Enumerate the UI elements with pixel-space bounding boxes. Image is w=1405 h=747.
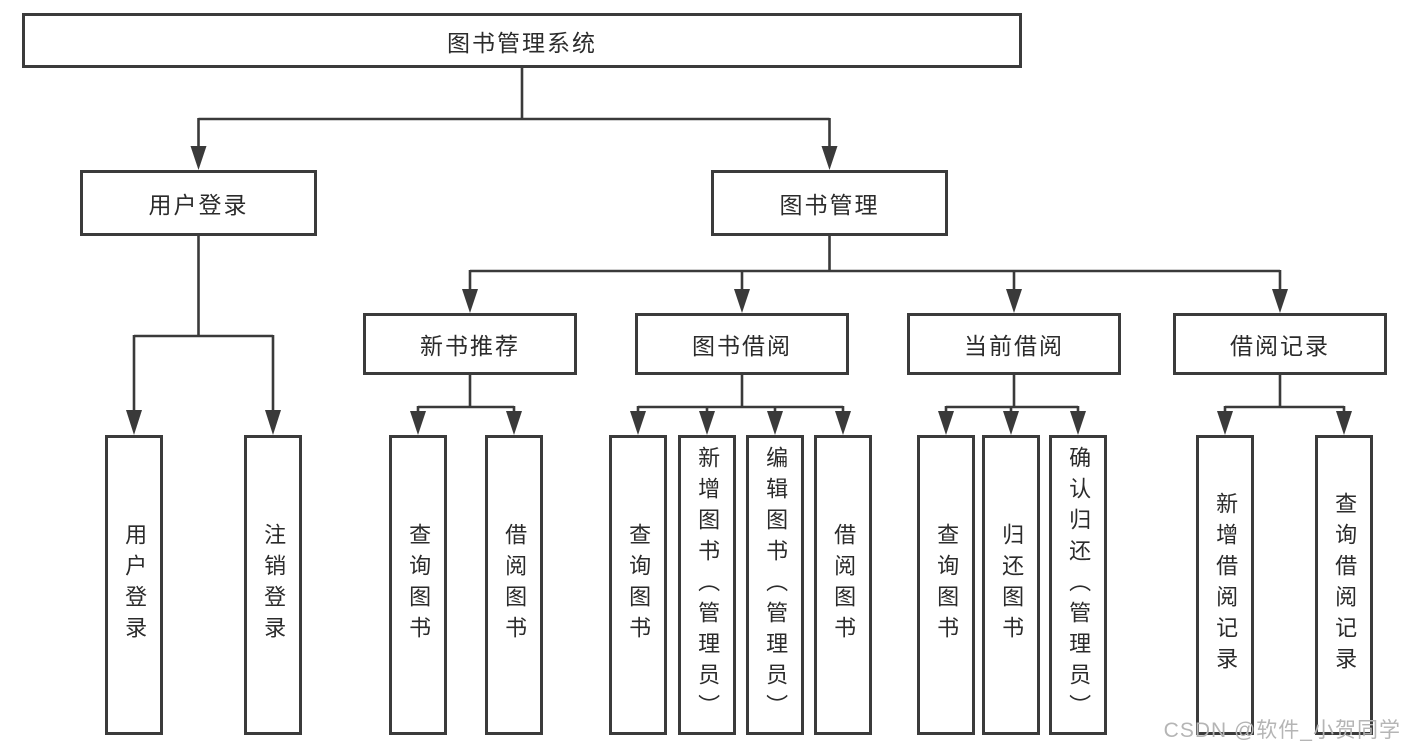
node-label: 用户登录 (122, 523, 148, 647)
leaf-add-borrow-record: 新增借阅记录 (1196, 435, 1254, 735)
leaf-borrow-books: 借阅图书 (814, 435, 872, 735)
node-label: 查询图书 (406, 523, 432, 647)
node-label: 借阅图书 (502, 523, 528, 647)
leaf-query-borrow-record: 查询借阅记录 (1315, 435, 1373, 735)
watermark-text: CSDN @软件_小贺同学 (1163, 719, 1401, 742)
leaf-return-books: 归还图书 (982, 435, 1040, 735)
node-borrow-records: 借阅记录 (1173, 313, 1387, 375)
leaf-confirm-return-admin: 确认归还（管理员） (1049, 435, 1107, 735)
leaf-user-login: 用户登录 (105, 435, 163, 735)
leaf-query-books-borrow: 查询图书 (609, 435, 667, 735)
node-label: 借阅记录 (1230, 333, 1330, 359)
leaf-query-books-current: 查询图书 (917, 435, 975, 735)
node-label: 图书借阅 (692, 333, 792, 359)
node-label: 图书管理 (779, 192, 880, 218)
node-library-system-root: 图书管理系统 (22, 13, 1022, 68)
node-label: 图书管理系统 (447, 29, 597, 56)
leaf-add-books-admin: 新增图书（管理员） (678, 435, 736, 735)
node-book-management-branch: 图书管理 (711, 170, 948, 236)
leaf-edit-books-admin: 编辑图书（管理员） (746, 435, 804, 735)
node-book-borrow: 图书借阅 (635, 313, 849, 375)
node-label: 查询图书 (626, 523, 652, 647)
node-label: 编辑图书（管理员） (763, 445, 789, 725)
node-label: 查询图书 (934, 523, 960, 647)
node-label: 确认归还（管理员） (1066, 445, 1092, 725)
node-new-book-recommend: 新书推荐 (363, 313, 577, 375)
node-user-login-branch: 用户登录 (80, 170, 317, 236)
node-label: 新书推荐 (420, 333, 520, 359)
node-current-borrow: 当前借阅 (907, 313, 1121, 375)
node-label: 当前借阅 (964, 333, 1064, 359)
node-label: 借阅图书 (831, 523, 857, 647)
leaf-query-books-recommend: 查询图书 (389, 435, 447, 735)
node-label: 查询借阅记录 (1332, 492, 1358, 678)
node-label: 用户登录 (148, 192, 249, 218)
node-label: 新增借阅记录 (1213, 492, 1239, 678)
leaf-logout: 注销登录 (244, 435, 302, 735)
node-label: 归还图书 (999, 523, 1025, 647)
node-label: 新增图书（管理员） (695, 445, 721, 725)
node-label: 注销登录 (261, 523, 287, 647)
leaf-borrow-books-recommend: 借阅图书 (485, 435, 543, 735)
